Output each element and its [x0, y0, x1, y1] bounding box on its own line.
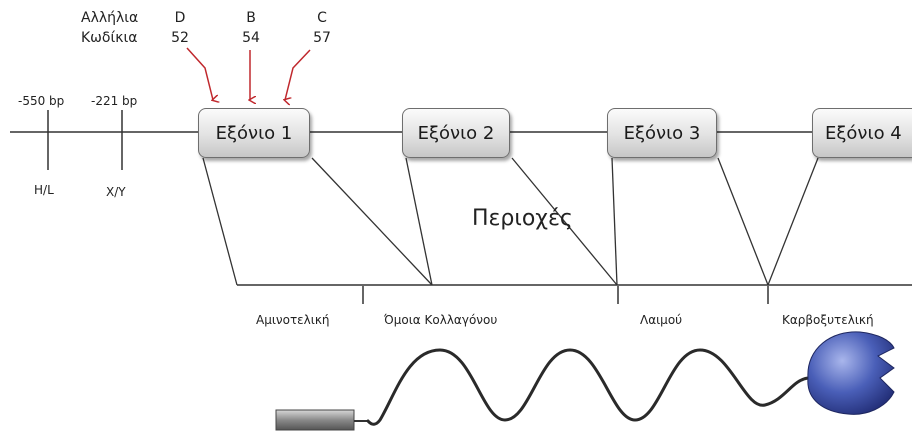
- variant-hl: H/L: [34, 183, 54, 197]
- projection-exon4-left: [767, 157, 819, 286]
- variant-xy: X/Y: [106, 185, 126, 199]
- region-label-amino-terminal: Αμινοτελική: [256, 313, 330, 327]
- alleles-header-line1: Αλλήλια: [81, 10, 139, 26]
- region-label-carboxy-terminal: Καρβοξυτελική: [782, 313, 874, 327]
- allele-letter-b: B: [246, 10, 256, 26]
- exon-4: Εξόνιο 4: [812, 108, 912, 158]
- projection-exon1-right: [311, 157, 433, 286]
- carbohydrate-recognition-domain: [807, 331, 895, 415]
- allele-arrow-d: [186, 47, 213, 100]
- regions-title: Περιοχές: [472, 206, 573, 231]
- alleles-header-line2: Κωδίκια: [81, 30, 138, 46]
- region-label-neck: Λαιμού: [640, 313, 683, 327]
- promoter-position-221: -221 bp: [91, 94, 138, 108]
- allele-letter-d: D: [174, 10, 186, 26]
- promoter-position-550: -550 bp: [18, 94, 65, 108]
- exon-2: Εξόνιο 2: [402, 108, 510, 158]
- allele-arrow-c: [285, 49, 311, 100]
- exon-3: Εξόνιο 3: [607, 108, 717, 158]
- projection-exon2-left: [405, 157, 433, 286]
- codon-number-57: 57: [313, 30, 331, 46]
- codon-number-52: 52: [171, 30, 189, 46]
- region-label-collagen-like: Όμοια Κολλαγόνου: [384, 313, 498, 327]
- n-terminal-stalk: [275, 409, 355, 431]
- projection-exon3-right: [717, 157, 769, 286]
- collagen-helix: [366, 348, 810, 426]
- projection-exon1-left: [202, 157, 238, 286]
- exon-1: Εξόνιο 1: [198, 108, 310, 158]
- codon-number-54: 54: [242, 30, 260, 46]
- allele-letter-c: C: [317, 10, 327, 26]
- projection-exon3-left: [611, 157, 618, 286]
- projection-exon2-right: [511, 157, 618, 286]
